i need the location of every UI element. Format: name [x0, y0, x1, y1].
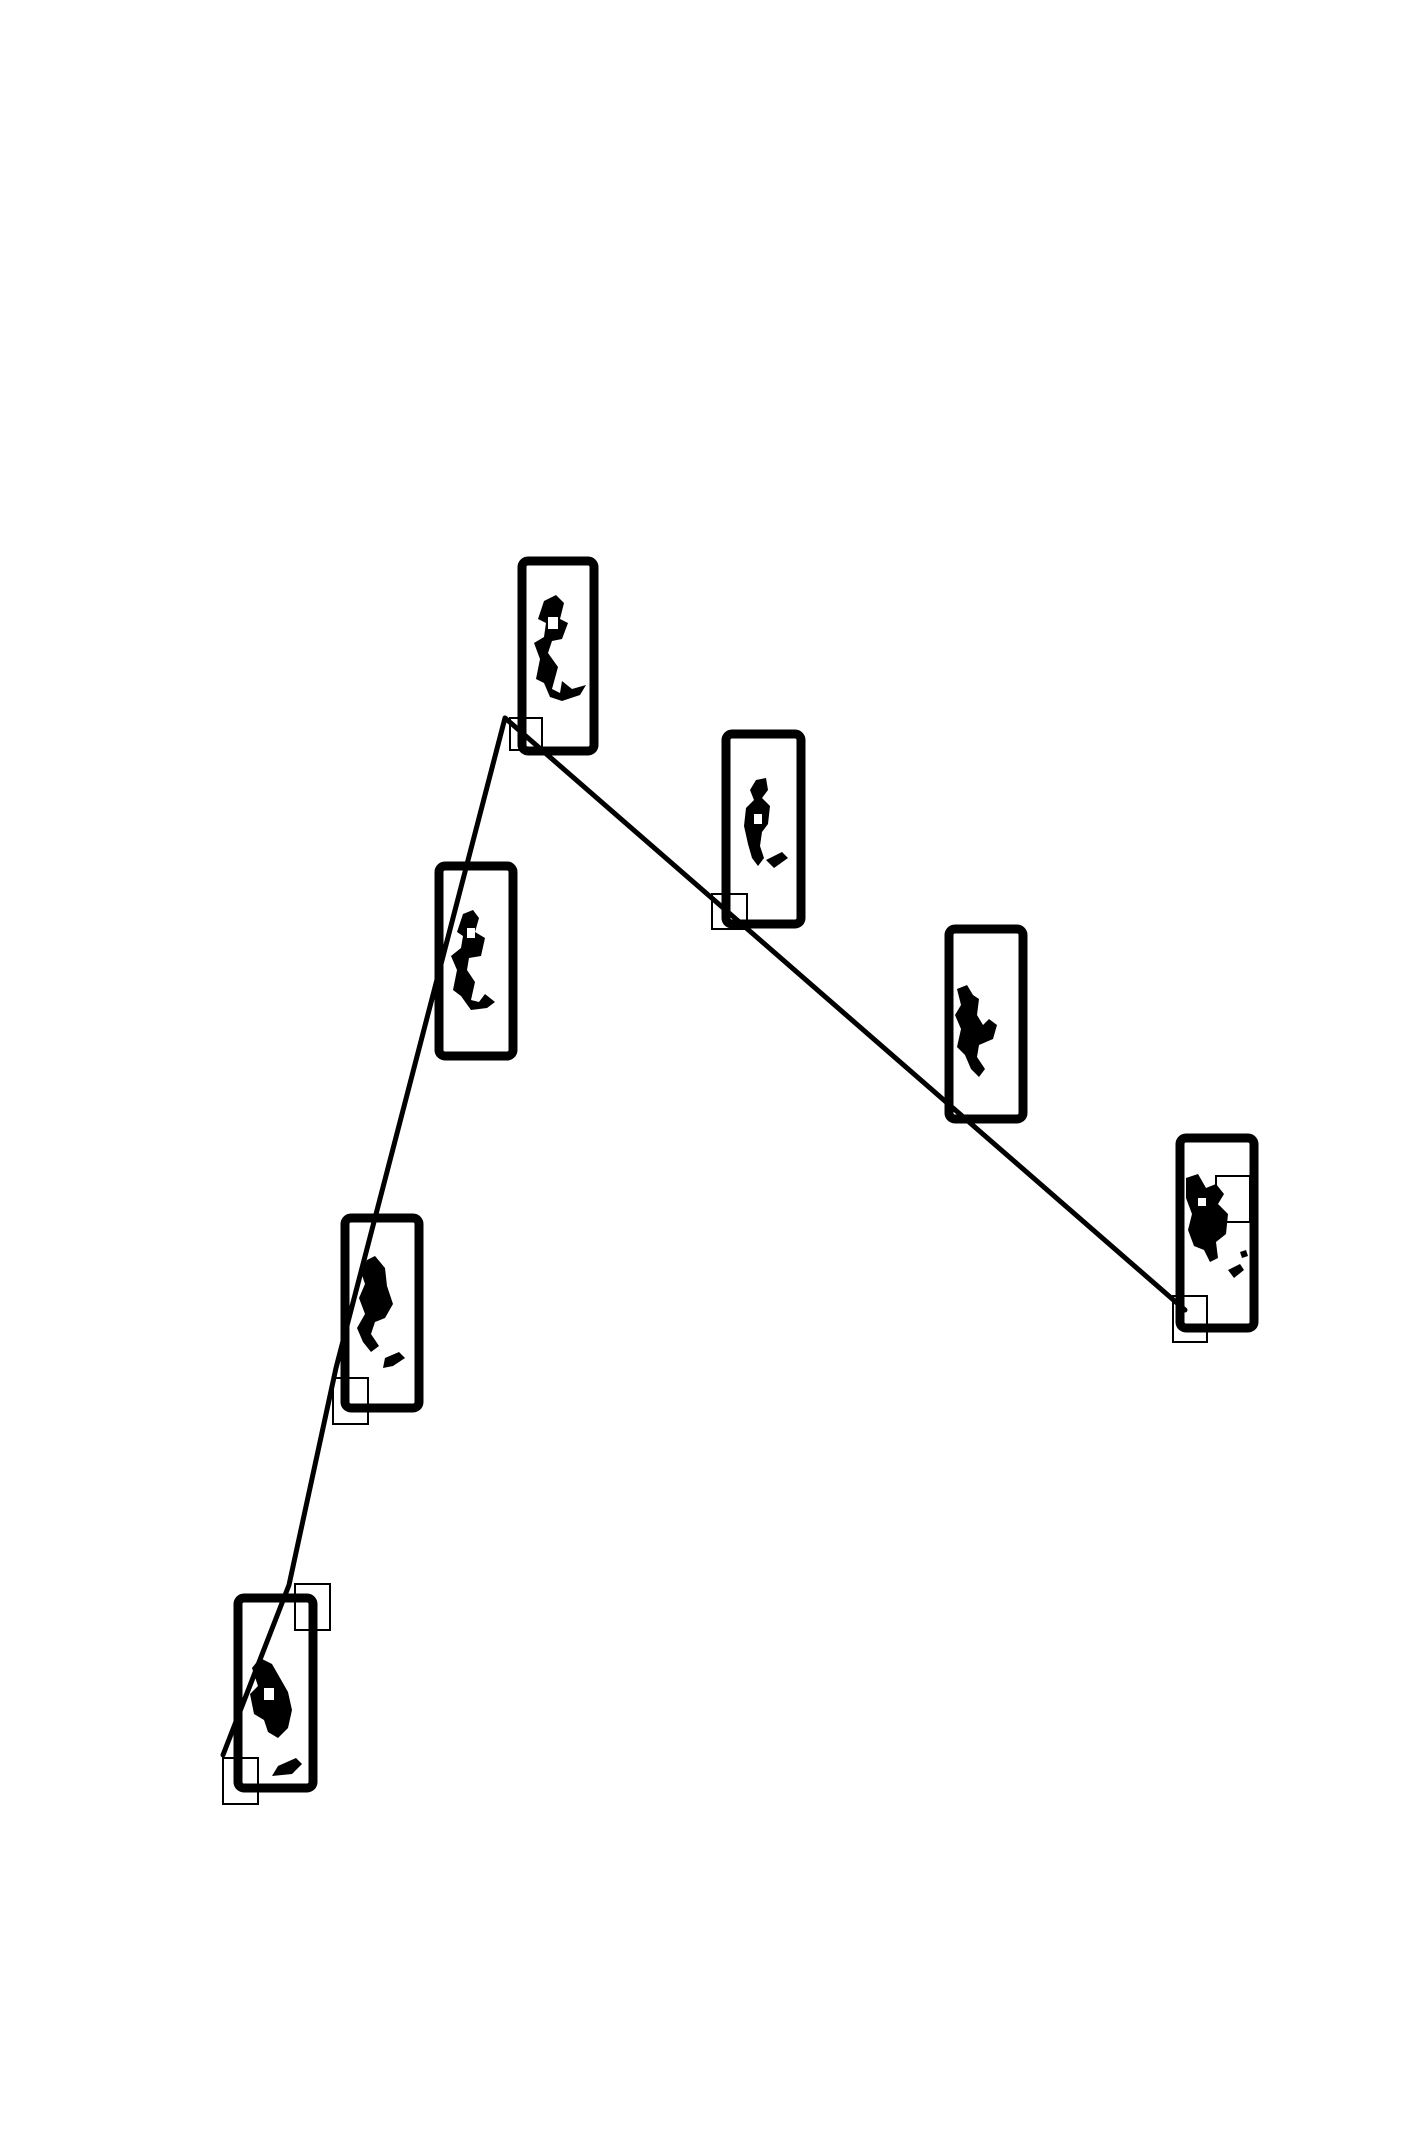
square-marker-icon	[1215, 1175, 1251, 1223]
card-7	[1175, 1133, 1259, 1333]
card-2	[434, 861, 518, 1061]
figure-card-icon	[955, 979, 997, 1077]
figure-card-icon	[744, 778, 788, 868]
square-marker-icon	[222, 1757, 259, 1805]
card-3	[340, 1213, 424, 1413]
square-marker-icon	[509, 717, 543, 751]
square-marker-icon	[332, 1377, 369, 1425]
figure-card-icon	[534, 595, 586, 701]
card-5	[721, 729, 806, 929]
connector-path-left	[220, 715, 508, 1758]
square-markers	[222, 717, 1251, 1805]
card-4	[233, 1593, 318, 1793]
figure-card-icon	[357, 1256, 405, 1368]
square-marker-icon	[1172, 1295, 1208, 1343]
figure-card-icon	[451, 910, 495, 1010]
figure-card-icon	[250, 1658, 302, 1776]
square-marker-icon	[711, 893, 748, 930]
card-6	[944, 924, 1028, 1124]
card-1	[517, 556, 599, 756]
figure-card-icon	[1186, 1174, 1248, 1278]
square-marker-icon	[294, 1583, 331, 1631]
connector-path-right	[502, 715, 1188, 1313]
